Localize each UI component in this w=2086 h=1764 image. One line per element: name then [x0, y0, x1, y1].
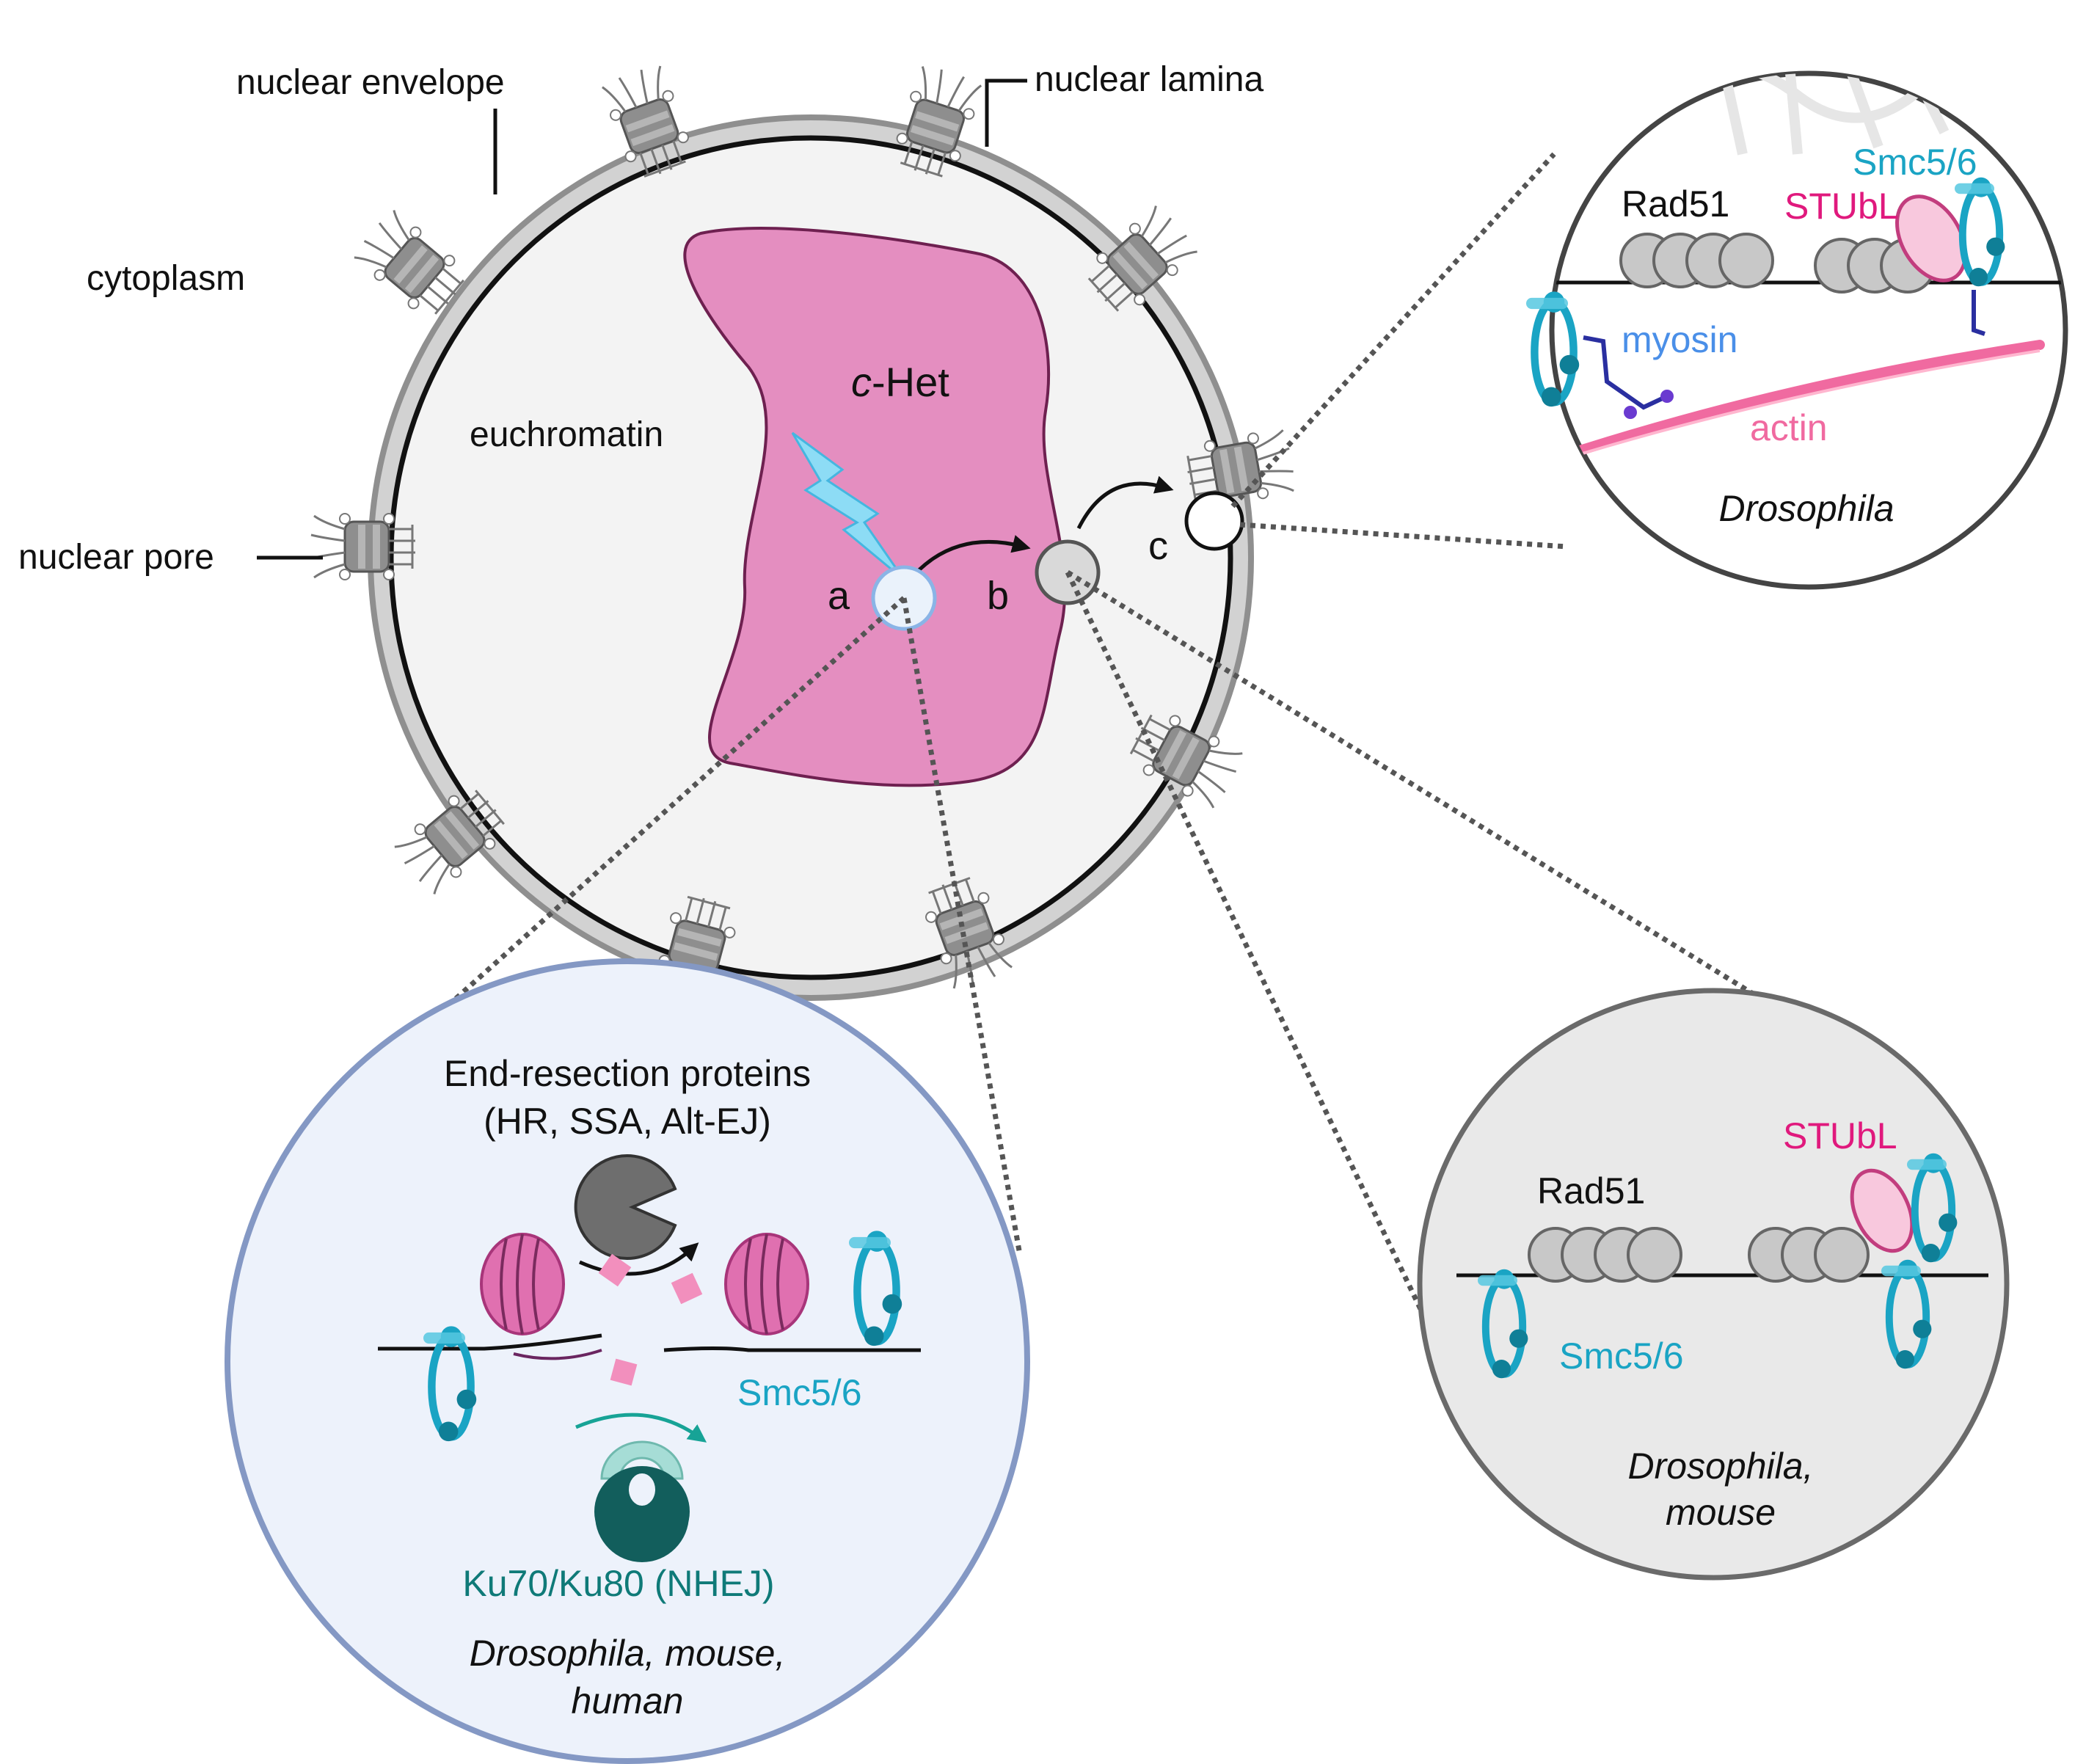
label-leaders	[257, 79, 1027, 560]
dna-strand-a-left	[378, 1333, 602, 1351]
panel-a-smc-label: Smc5/6	[737, 1372, 862, 1413]
euchromatin-label: euchromatin	[470, 415, 663, 454]
panel-b-smc-label: Smc5/6	[1559, 1335, 1684, 1377]
break-site-c	[1184, 491, 1244, 551]
dna-strand-a-right	[663, 1346, 921, 1352]
stubl-icon	[1850, 1168, 1914, 1253]
panel-a-species-line1: Drosophila, mouse,	[470, 1633, 786, 1674]
rad51-filament-b-right	[1748, 1227, 1870, 1283]
nuclear-envelope-label: nuclear envelope	[236, 63, 505, 102]
panel-b-species-line1: Drosophila,	[1628, 1446, 1814, 1487]
site-b-label: b	[987, 574, 1009, 618]
chet-suffix: -Het	[872, 359, 949, 405]
panel-c-species-label: Drosophila	[1718, 488, 1894, 529]
panel-b: Rad51 STUbL Smc5/6 Drosophila, mouse	[1417, 988, 2010, 1581]
nuclear-lamina-label: nuclear lamina	[1035, 60, 1263, 99]
nuclear-pore-label: nuclear pore	[18, 538, 214, 577]
actin-filament-icon	[1572, 340, 2045, 456]
chet-prefix: c	[851, 359, 872, 405]
nucleosome-icon	[724, 1233, 809, 1335]
nucleus-labels: nuclear envelope nuclear lamina cytoplas…	[18, 60, 1263, 618]
dna-helix-background	[1663, 73, 1950, 156]
panel-c-myosin-label: myosin	[1622, 319, 1737, 360]
panel-a-title-line1: End-resection proteins	[444, 1053, 811, 1094]
stubl-icon	[1895, 194, 1967, 283]
panel-a-species-line2: human	[572, 1680, 684, 1721]
myosin-icon	[1972, 290, 1985, 336]
panel-c-actin-label: actin	[1750, 407, 1828, 448]
panel-a-ku-label: Ku70/Ku80 (NHEJ)	[462, 1563, 774, 1604]
ku-recruitment-arrow	[575, 1413, 707, 1443]
chet-label: c-Het	[851, 359, 949, 405]
relocalization-arrow-b-c	[1076, 475, 1174, 530]
panel-a: End-resection proteins (HR, SSA, Alt-EJ)…	[225, 958, 1030, 1764]
nucleosome-icon	[480, 1233, 565, 1335]
constitutive-heterochromatin	[683, 227, 1067, 787]
myosin-icon	[1583, 335, 1669, 410]
rad51-filament-b-left	[1528, 1227, 1682, 1283]
relocalization-arrow-a-b	[908, 535, 1031, 581]
cytoplasm-label: cytoplasm	[87, 259, 245, 298]
panel-c: Rad51 Smc5/6 STUbL myosin actin Drosophi…	[1526, 70, 2068, 590]
nuclease-pacman-icon	[574, 1154, 677, 1260]
site-a-label: a	[828, 574, 850, 618]
panel-b-stubl-label: STUbL	[1783, 1115, 1897, 1156]
rad51-filament-c-right	[1814, 238, 1936, 294]
panel-c-rad51-label: Rad51	[1622, 183, 1729, 225]
panel-a-title-line2: (HR, SSA, Alt-EJ)	[484, 1101, 771, 1142]
panel-b-species-line2: mouse	[1666, 1492, 1776, 1533]
panel-c-stubl-label: STUbL	[1784, 186, 1899, 227]
ku70-ku80-icon	[594, 1440, 690, 1562]
panel-b-rad51-label: Rad51	[1537, 1170, 1645, 1211]
resection-arrow	[578, 1242, 699, 1276]
site-c-label: c	[1148, 524, 1168, 568]
zoom-lines	[405, 152, 1869, 1363]
histone-fragments	[598, 1253, 703, 1386]
rad51-filament-c-left	[1619, 233, 1774, 288]
panel-c-smc-label: Smc5/6	[1853, 142, 1977, 183]
